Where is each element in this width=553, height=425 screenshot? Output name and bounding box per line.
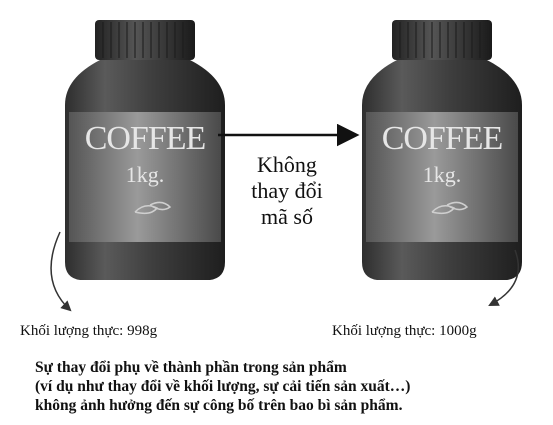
arrow-caption-line-2: thay đổi [251, 178, 323, 203]
coffee-beans-left [134, 201, 172, 215]
jar-weight-left: 1kg. [125, 162, 165, 187]
jar-weight-right: 1kg. [422, 162, 462, 187]
coffee-jar-left [65, 20, 225, 280]
jar-cap-right [392, 20, 492, 60]
curved-arrow-left [50, 231, 72, 312]
jar-title-right: COFFEE [381, 120, 504, 157]
jar-label-right [366, 112, 518, 242]
cap-ridges-left [102, 22, 184, 58]
figure-caption: Sự thay đổi phụ về thành phần trong sản … [35, 358, 550, 415]
curved-arrow-right [488, 249, 520, 306]
caption-line-3: không ảnh hưởng đến sự công bố trên bao … [35, 397, 403, 414]
coffee-jar-right [362, 20, 522, 280]
coffee-beans-right [431, 201, 469, 215]
jar-title-left: COFFEE [84, 120, 207, 157]
arrow-caption-line-1: Không [257, 152, 317, 177]
arrow-caption-line-3: mã số [261, 204, 313, 229]
caption-line-2: (ví dụ như thay đổi về khối lượng, sự cả… [35, 378, 411, 395]
actual-weight-left: Khối lượng thực: 998g [20, 323, 158, 339]
caption-line-1: Sự thay đổi phụ về thành phần trong sản … [35, 359, 347, 376]
cap-ridges-right [399, 22, 481, 58]
actual-weight-right: Khối lượng thực: 1000g [332, 323, 477, 339]
arrow-caption: Không thay đổi mã số [232, 152, 342, 230]
jar-cap-left [95, 20, 195, 60]
jar-label-left [69, 112, 221, 242]
